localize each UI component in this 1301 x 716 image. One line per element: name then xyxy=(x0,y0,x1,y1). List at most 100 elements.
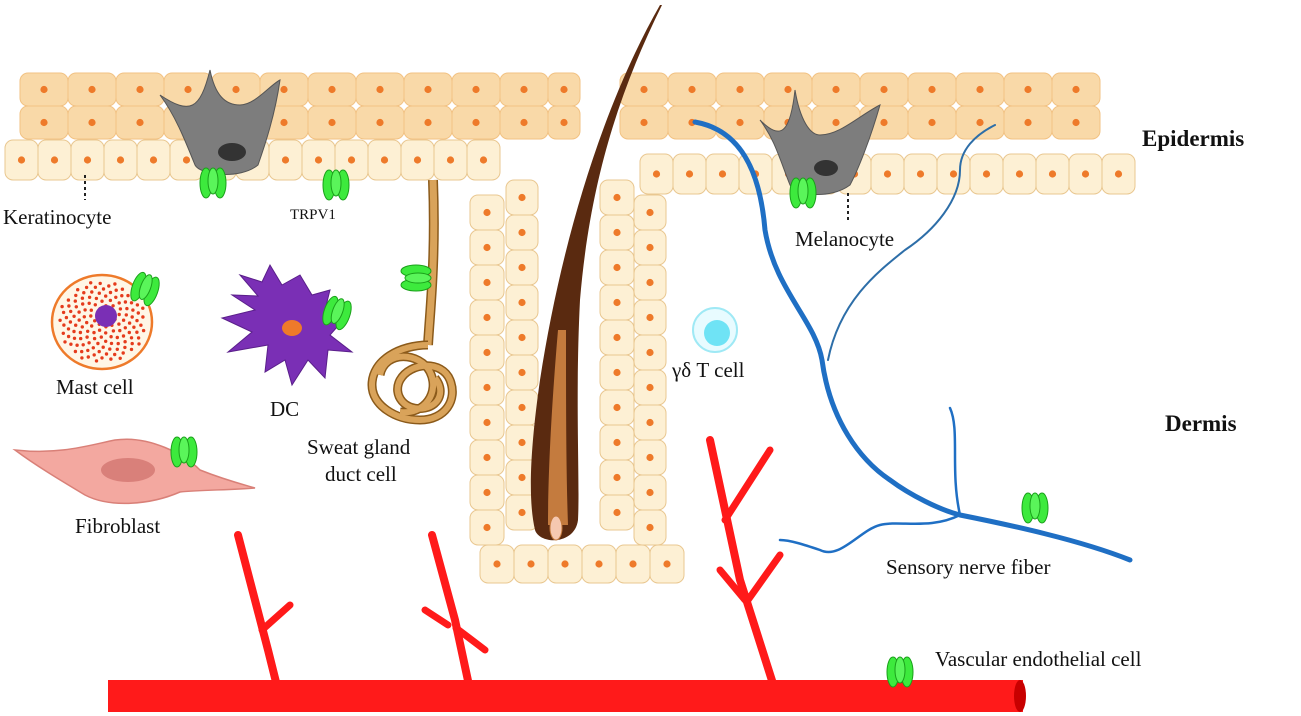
mast-cell-granule xyxy=(141,315,145,319)
epidermis-upper-layers xyxy=(19,72,1101,140)
cell-nucleus xyxy=(518,403,526,412)
mast-cell-granule xyxy=(74,293,78,298)
sweat-gland xyxy=(367,179,457,425)
mast-cell-granule xyxy=(135,330,139,334)
cell-nucleus xyxy=(646,243,654,252)
hair-follicle-sheath xyxy=(469,179,685,584)
cell-nucleus xyxy=(736,85,744,94)
trpv1-channel-melanocyte-right xyxy=(789,177,817,209)
mast-cell-granule xyxy=(93,303,98,307)
mast-cell-granule xyxy=(111,329,116,333)
mast-cell-granule xyxy=(101,287,106,291)
mast-cell-granule xyxy=(62,323,66,327)
cell-nucleus xyxy=(916,170,925,178)
cell-nucleus xyxy=(40,85,48,94)
mast-cell-granule xyxy=(135,303,140,307)
mast-cell-granule xyxy=(123,340,127,344)
mast-cell-granule xyxy=(126,293,130,298)
label-melanocyte: Melanocyte xyxy=(795,227,895,251)
mast-cell-granule xyxy=(94,359,99,363)
mast-cell-granule xyxy=(101,345,105,349)
sensory-nerve-fibers xyxy=(692,119,1133,563)
trpv1-channel-melanocyte-left xyxy=(199,167,227,199)
cell-nucleus xyxy=(613,403,621,412)
mast-cell-granule xyxy=(82,315,87,319)
mast-cell-granule xyxy=(83,308,87,312)
cell-nucleus xyxy=(483,523,491,532)
mast-cell-granule xyxy=(120,287,125,291)
cell-nucleus xyxy=(483,453,491,462)
cell-nucleus xyxy=(527,560,535,568)
hair-shaft xyxy=(530,5,662,541)
mast-cell-granule xyxy=(127,330,131,335)
cell-nucleus xyxy=(280,118,288,127)
mast-cell-granule xyxy=(137,342,141,346)
cell-nucleus xyxy=(880,85,888,94)
mast-cell-granule xyxy=(104,331,108,335)
cell-nucleus xyxy=(424,85,432,94)
cell-nucleus xyxy=(184,85,192,94)
cell-nucleus xyxy=(663,560,671,568)
cell-nucleus xyxy=(880,118,888,127)
mast-cell-granule xyxy=(129,347,134,352)
cell-nucleus xyxy=(646,453,654,462)
label-sensory-nerve-fiber: Sensory nerve fiber xyxy=(886,555,1051,579)
mast-cell xyxy=(50,273,154,371)
mast-cell-granule xyxy=(127,321,132,325)
mast-cell-granule xyxy=(118,328,122,333)
trpv1-channel-vessel xyxy=(886,656,914,688)
mast-cell-granule xyxy=(73,349,78,354)
mast-cell-granule xyxy=(108,298,113,303)
mast-cell-granule xyxy=(84,285,89,290)
cell-nucleus xyxy=(424,118,432,127)
mast-cell-granule xyxy=(109,341,114,346)
mast-cell-granule xyxy=(97,291,102,295)
mast-cell-granule xyxy=(118,307,123,311)
mast-cell-granule xyxy=(68,320,73,324)
cell-nucleus xyxy=(149,156,158,164)
mast-cell-granule xyxy=(113,352,117,357)
trpv1-channel-nerve xyxy=(1021,492,1049,524)
mast-cell-granule xyxy=(69,309,73,314)
mast-cell-granule xyxy=(89,314,93,318)
mast-cell-granule xyxy=(129,336,134,340)
cell-nucleus xyxy=(116,156,125,164)
mast-cell-granule xyxy=(72,314,76,318)
cell-nucleus xyxy=(613,228,621,237)
mast-cell-granule xyxy=(77,310,81,314)
mast-cell-granule xyxy=(85,335,89,339)
cell-nucleus xyxy=(613,298,621,307)
mast-cell-granule xyxy=(87,341,91,345)
mast-cell-granule xyxy=(121,351,125,355)
mast-cell-granule xyxy=(86,329,90,333)
cell-nucleus xyxy=(182,156,191,164)
mast-cell-granule xyxy=(124,313,128,317)
mast-cell-granule xyxy=(104,294,108,298)
mast-cell-granule xyxy=(76,288,80,292)
mast-cell-granule xyxy=(94,296,99,301)
mast-cell-granule xyxy=(86,355,91,359)
mast-cell-granule xyxy=(114,295,118,299)
mast-cell-granule xyxy=(100,299,104,303)
cell-nucleus xyxy=(883,170,892,178)
mast-cell-granule xyxy=(136,311,140,315)
cell-nucleus xyxy=(640,118,648,127)
mast-cell-granule xyxy=(87,295,92,299)
mast-cell-granule xyxy=(64,315,69,320)
mast-cell-granule xyxy=(69,342,73,346)
melanocyte-left xyxy=(159,69,281,175)
cell-nucleus xyxy=(976,85,984,94)
cell-nucleus xyxy=(685,170,694,178)
cell-nucleus xyxy=(560,118,568,127)
cell-nucleus xyxy=(1114,170,1123,178)
label-trpv1: TRPV1 xyxy=(290,207,336,223)
cell-nucleus xyxy=(518,193,526,202)
label-vascular-endothelial-cell: Vascular endothelial cell xyxy=(935,647,1142,671)
mast-cell-granule xyxy=(116,341,120,346)
mast-cell-granule xyxy=(109,357,113,361)
cell-nucleus xyxy=(1072,118,1080,127)
cell-nucleus xyxy=(646,488,654,497)
mast-cell-granule xyxy=(93,285,98,289)
cell-nucleus xyxy=(518,228,526,237)
